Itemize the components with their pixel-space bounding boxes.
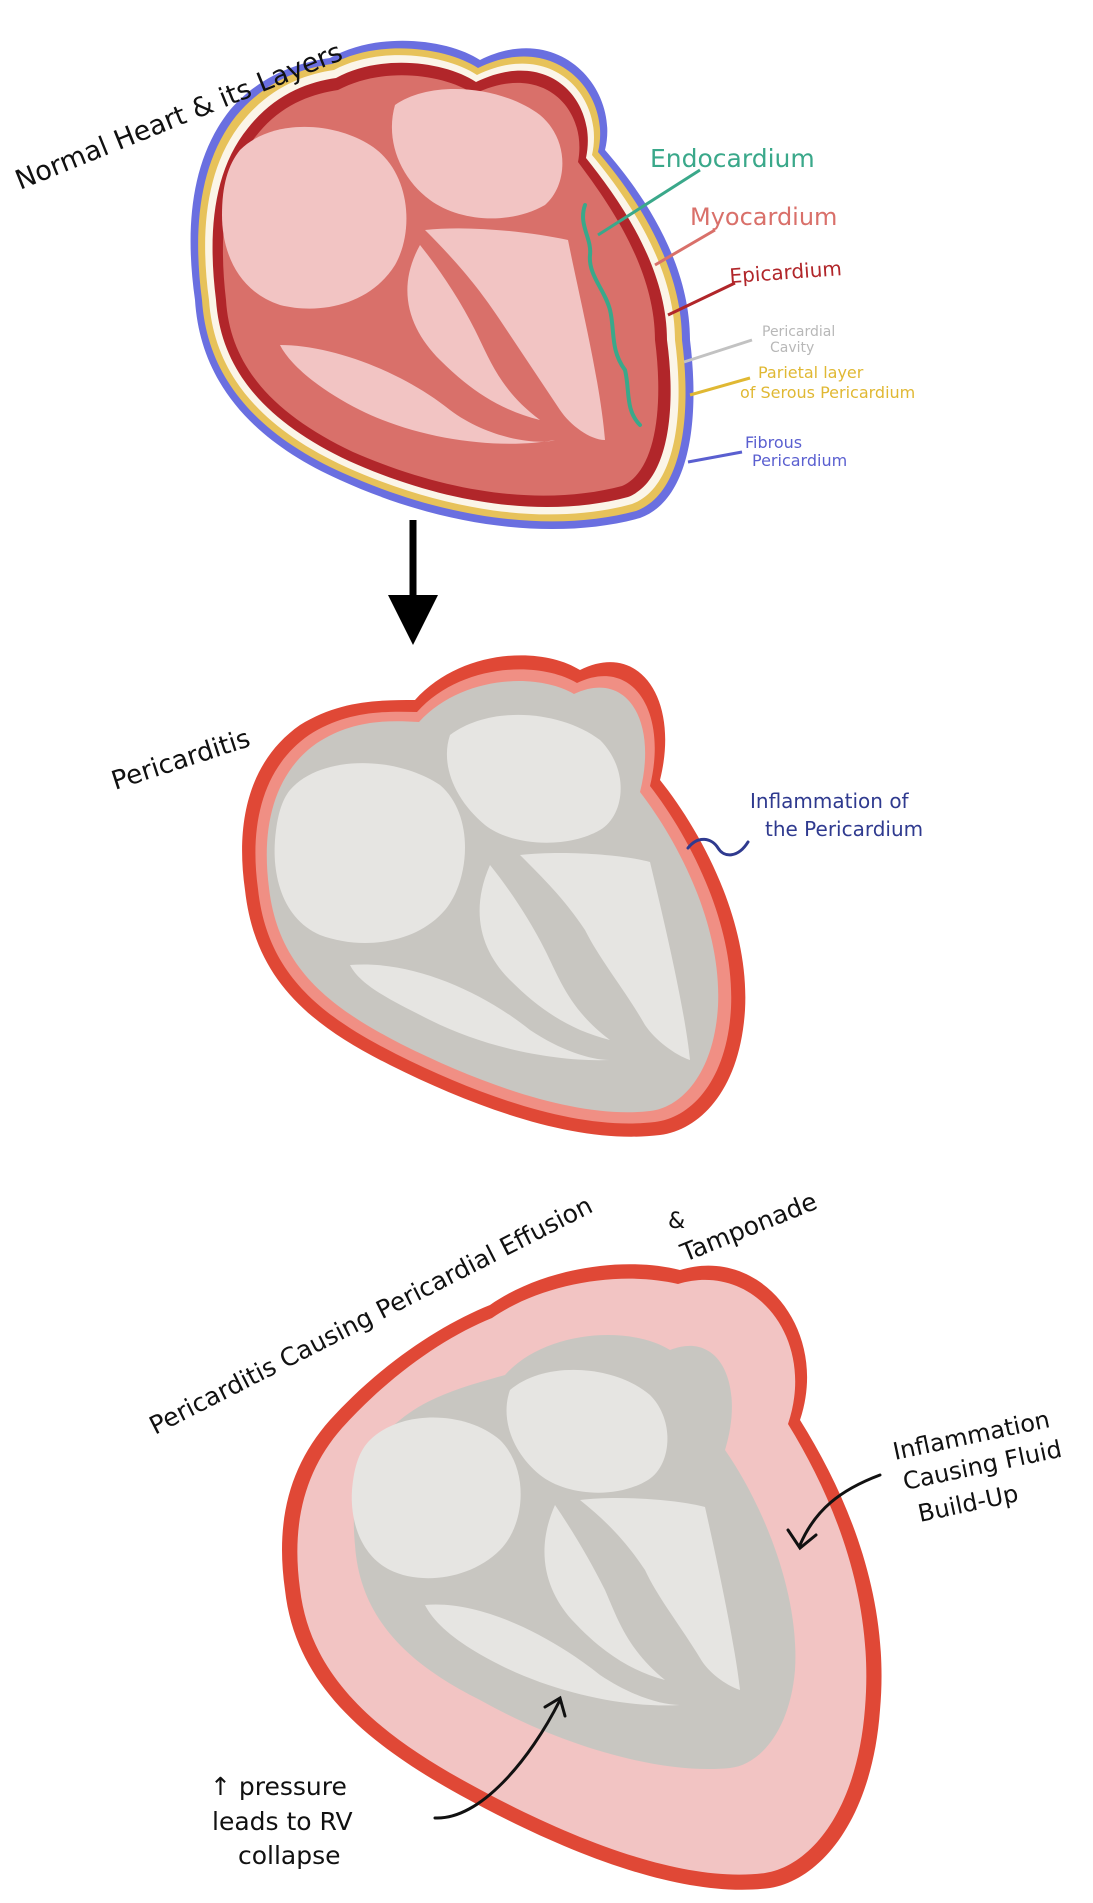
fibrous-label-2: Pericardium <box>752 451 847 470</box>
title-pericarditis: Pericarditis <box>108 724 254 797</box>
endocardium-label: Endocardium <box>650 144 815 173</box>
pressure-arrow-icon <box>433 1695 567 1820</box>
grey-right-ventricle <box>350 964 610 1061</box>
pericardial-cavity-leader <box>683 338 753 364</box>
pressure-label-1: ↑ pressure <box>210 1772 347 1801</box>
effusion-grey-left-ventricle <box>580 1497 740 1690</box>
fluid-arrow-icon <box>786 1473 882 1551</box>
pressure-label-3: collapse <box>238 1841 341 1870</box>
endocardium-leader <box>597 168 701 237</box>
ventricular-chamber-mid <box>407 245 540 420</box>
right-atrium-chamber <box>222 126 407 309</box>
down-arrow-icon <box>388 520 438 645</box>
parietal-label-2: of Serous Pericardium <box>740 383 915 402</box>
epicardium-label: Epicardium <box>729 256 843 288</box>
myocardium-label: Myocardium <box>690 203 837 231</box>
inflammation-label-1: Inflammation of <box>750 789 910 813</box>
effusion-grey-right-ventricle <box>425 1604 680 1706</box>
effusion-heart <box>282 1264 882 1890</box>
effusion-grey-septum-chamber <box>544 1505 665 1680</box>
effusion-grey-right-atrium <box>351 1417 521 1579</box>
pericarditis-heart <box>242 655 746 1137</box>
pressure-label-2: leads to RV <box>212 1807 353 1836</box>
normal-heart <box>190 40 694 530</box>
grey-left-ventricle <box>520 852 690 1060</box>
pericardial-cavity-label-2: Cavity <box>770 340 814 356</box>
inflammation-squiggle <box>686 837 750 857</box>
endocardium-line <box>581 203 642 427</box>
pericardial-cavity-label-1: Pericardial <box>762 324 835 340</box>
grey-right-atrium <box>274 763 465 943</box>
title-effusion-amp: & <box>668 1209 685 1234</box>
grey-left-atrium <box>446 714 621 843</box>
epicardium-leader <box>667 281 736 317</box>
left-ventricle-chamber <box>425 228 605 440</box>
fibrous-label-1: Fibrous <box>745 433 802 452</box>
fibrous-leader <box>687 450 743 464</box>
grey-septum-chamber <box>479 865 610 1040</box>
title-tamponade: Tamponade <box>675 1187 821 1268</box>
parietal-label-1: Parietal layer <box>758 363 864 382</box>
left-atrium-chamber <box>391 88 563 219</box>
layer-labels: Endocardium Myocardium Epicardium Perica… <box>597 144 915 470</box>
inflammation-label-2: the Pericardium <box>765 817 923 841</box>
effusion-grey-left-atrium <box>506 1369 668 1493</box>
myocardium-leader <box>654 228 716 267</box>
parietal-leader <box>689 376 751 397</box>
right-ventricle-chamber <box>280 345 555 444</box>
